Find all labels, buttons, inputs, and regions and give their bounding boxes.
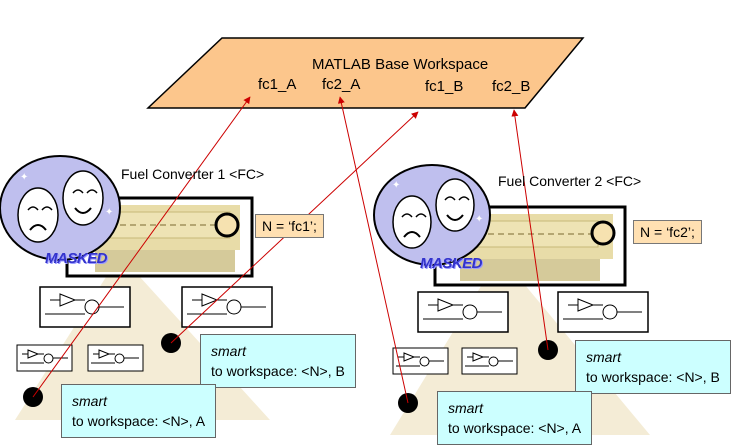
callout-text: to workspace: <N>, A (72, 413, 206, 429)
callout-text: to workspace: <N>, B (586, 369, 720, 385)
logic-block[interactable] (16, 344, 73, 372)
logic-block[interactable] (39, 286, 131, 328)
masked-label: MASKED (420, 255, 483, 272)
n-parameter-box[interactable]: N = ‘fc2’; (633, 220, 702, 244)
callout-keyword: smart (586, 349, 621, 365)
arrow-fc1-a (32, 96, 251, 398)
logic-block[interactable] (557, 291, 649, 333)
theater-masks-icon: ✦ ✦ (0, 155, 121, 261)
callout-keyword: smart (448, 400, 483, 416)
n-parameter-box[interactable]: N = ‘fc1’; (255, 214, 324, 238)
svg-text:✦: ✦ (105, 207, 113, 218)
callout-workspace-a: smart to workspace: <N>, A (437, 391, 593, 445)
fuel-converter-2-title: Fuel Converter 2 <FC> (498, 173, 642, 189)
workspace-title: MATLAB Base Workspace (312, 56, 489, 73)
svg-text:✦: ✦ (392, 180, 400, 191)
svg-text:✦: ✦ (20, 172, 28, 183)
callout-workspace-a: smart to workspace: <N>, A (61, 384, 217, 438)
callout-text: to workspace: <N>, B (211, 363, 345, 379)
callout-workspace-b: smart to workspace: <N>, B (200, 334, 356, 388)
arrow-fc2-a (337, 96, 409, 404)
logic-block[interactable] (392, 347, 449, 375)
svg-text:✦: ✦ (475, 214, 483, 225)
workspace-shape (146, 37, 585, 109)
workspace-var-fc1-a: fc1_A (258, 76, 297, 93)
logic-block[interactable] (417, 291, 509, 333)
callout-workspace-b: smart to workspace: <N>, B (575, 340, 731, 394)
fuel-converter-1-title: Fuel Converter 1 <FC> (121, 166, 265, 182)
logic-block[interactable] (181, 286, 273, 328)
callout-keyword: smart (72, 393, 107, 409)
callout-keyword: smart (211, 343, 246, 359)
logic-block[interactable] (461, 347, 518, 375)
logic-block[interactable] (87, 344, 144, 372)
callout-text: to workspace: <N>, A (448, 420, 582, 436)
workspace-var-fc2-a: fc2_A (322, 76, 361, 93)
arrow-fc2-b (511, 109, 549, 351)
workspace-var-fc1-b: fc1_B (425, 78, 464, 95)
workspace-var-fc2-b: fc2_B (492, 78, 531, 95)
theater-masks-icon: ✦ ✦ (373, 164, 491, 266)
masked-label: MASKED (45, 250, 108, 267)
